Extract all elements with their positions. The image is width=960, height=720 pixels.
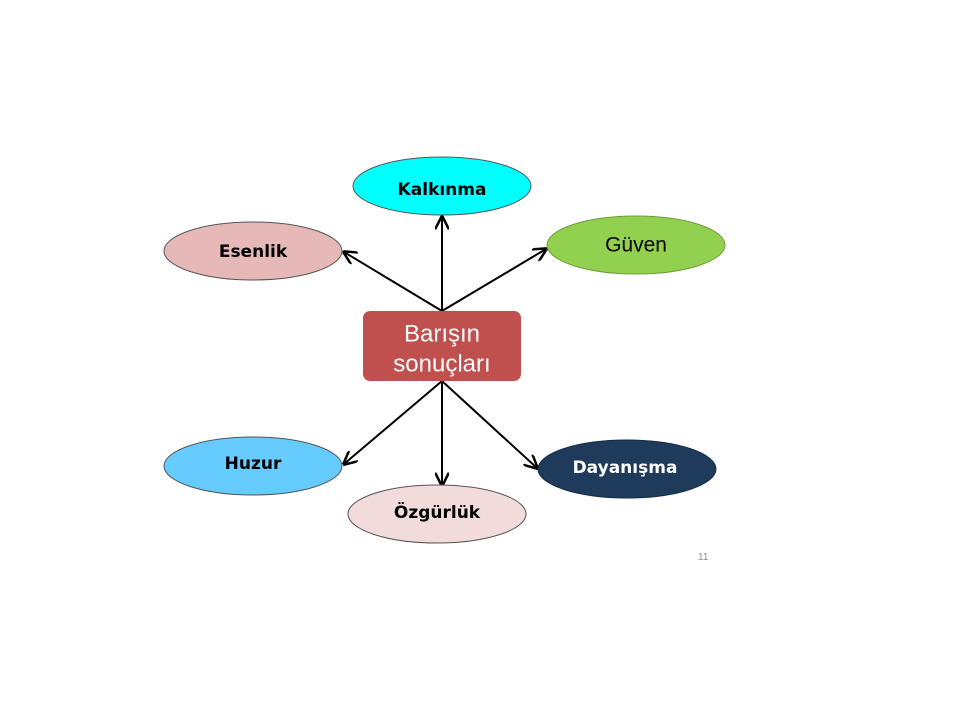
center-node: Barışın sonuçları [363, 311, 521, 381]
node-dayanisma-label: Dayanışma [573, 458, 678, 478]
node-dayanisma: Dayanışma [537, 439, 717, 499]
arrows [344, 217, 546, 485]
node-huzur-shape [163, 436, 343, 496]
center-node-shape [363, 311, 521, 381]
node-kalkinma-shape [352, 156, 532, 216]
node-ozgurluk-shape [347, 484, 527, 544]
node-huzur-label: Huzur [225, 454, 282, 474]
arrow-to-guven [441, 249, 546, 312]
node-esenlik: Esenlik [163, 221, 343, 281]
node-ozgurluk-label: Özgürlük [394, 501, 481, 523]
node-guven-shape [546, 215, 726, 275]
node-huzur: Huzur [163, 436, 343, 496]
node-esenlik-shape [163, 221, 343, 281]
arrow-to-huzur [344, 380, 443, 464]
node-guven: Güven [546, 215, 726, 275]
center-node-line2: sonuçları [393, 350, 490, 377]
node-guven-label: Güven [605, 234, 667, 257]
arrow-to-dayanisma [441, 380, 537, 468]
node-esenlik-label: Esenlik [219, 242, 288, 262]
node-ozgurluk: Özgürlük [347, 484, 527, 544]
page-number: 11 [698, 552, 709, 563]
arrow-to-esenlik [344, 252, 443, 312]
center-node-line1: Barışın [404, 320, 480, 347]
node-kalkinma: Kalkınma [352, 156, 532, 216]
node-kalkinma-label: Kalkınma [398, 180, 487, 200]
node-dayanisma-shape [537, 439, 717, 499]
